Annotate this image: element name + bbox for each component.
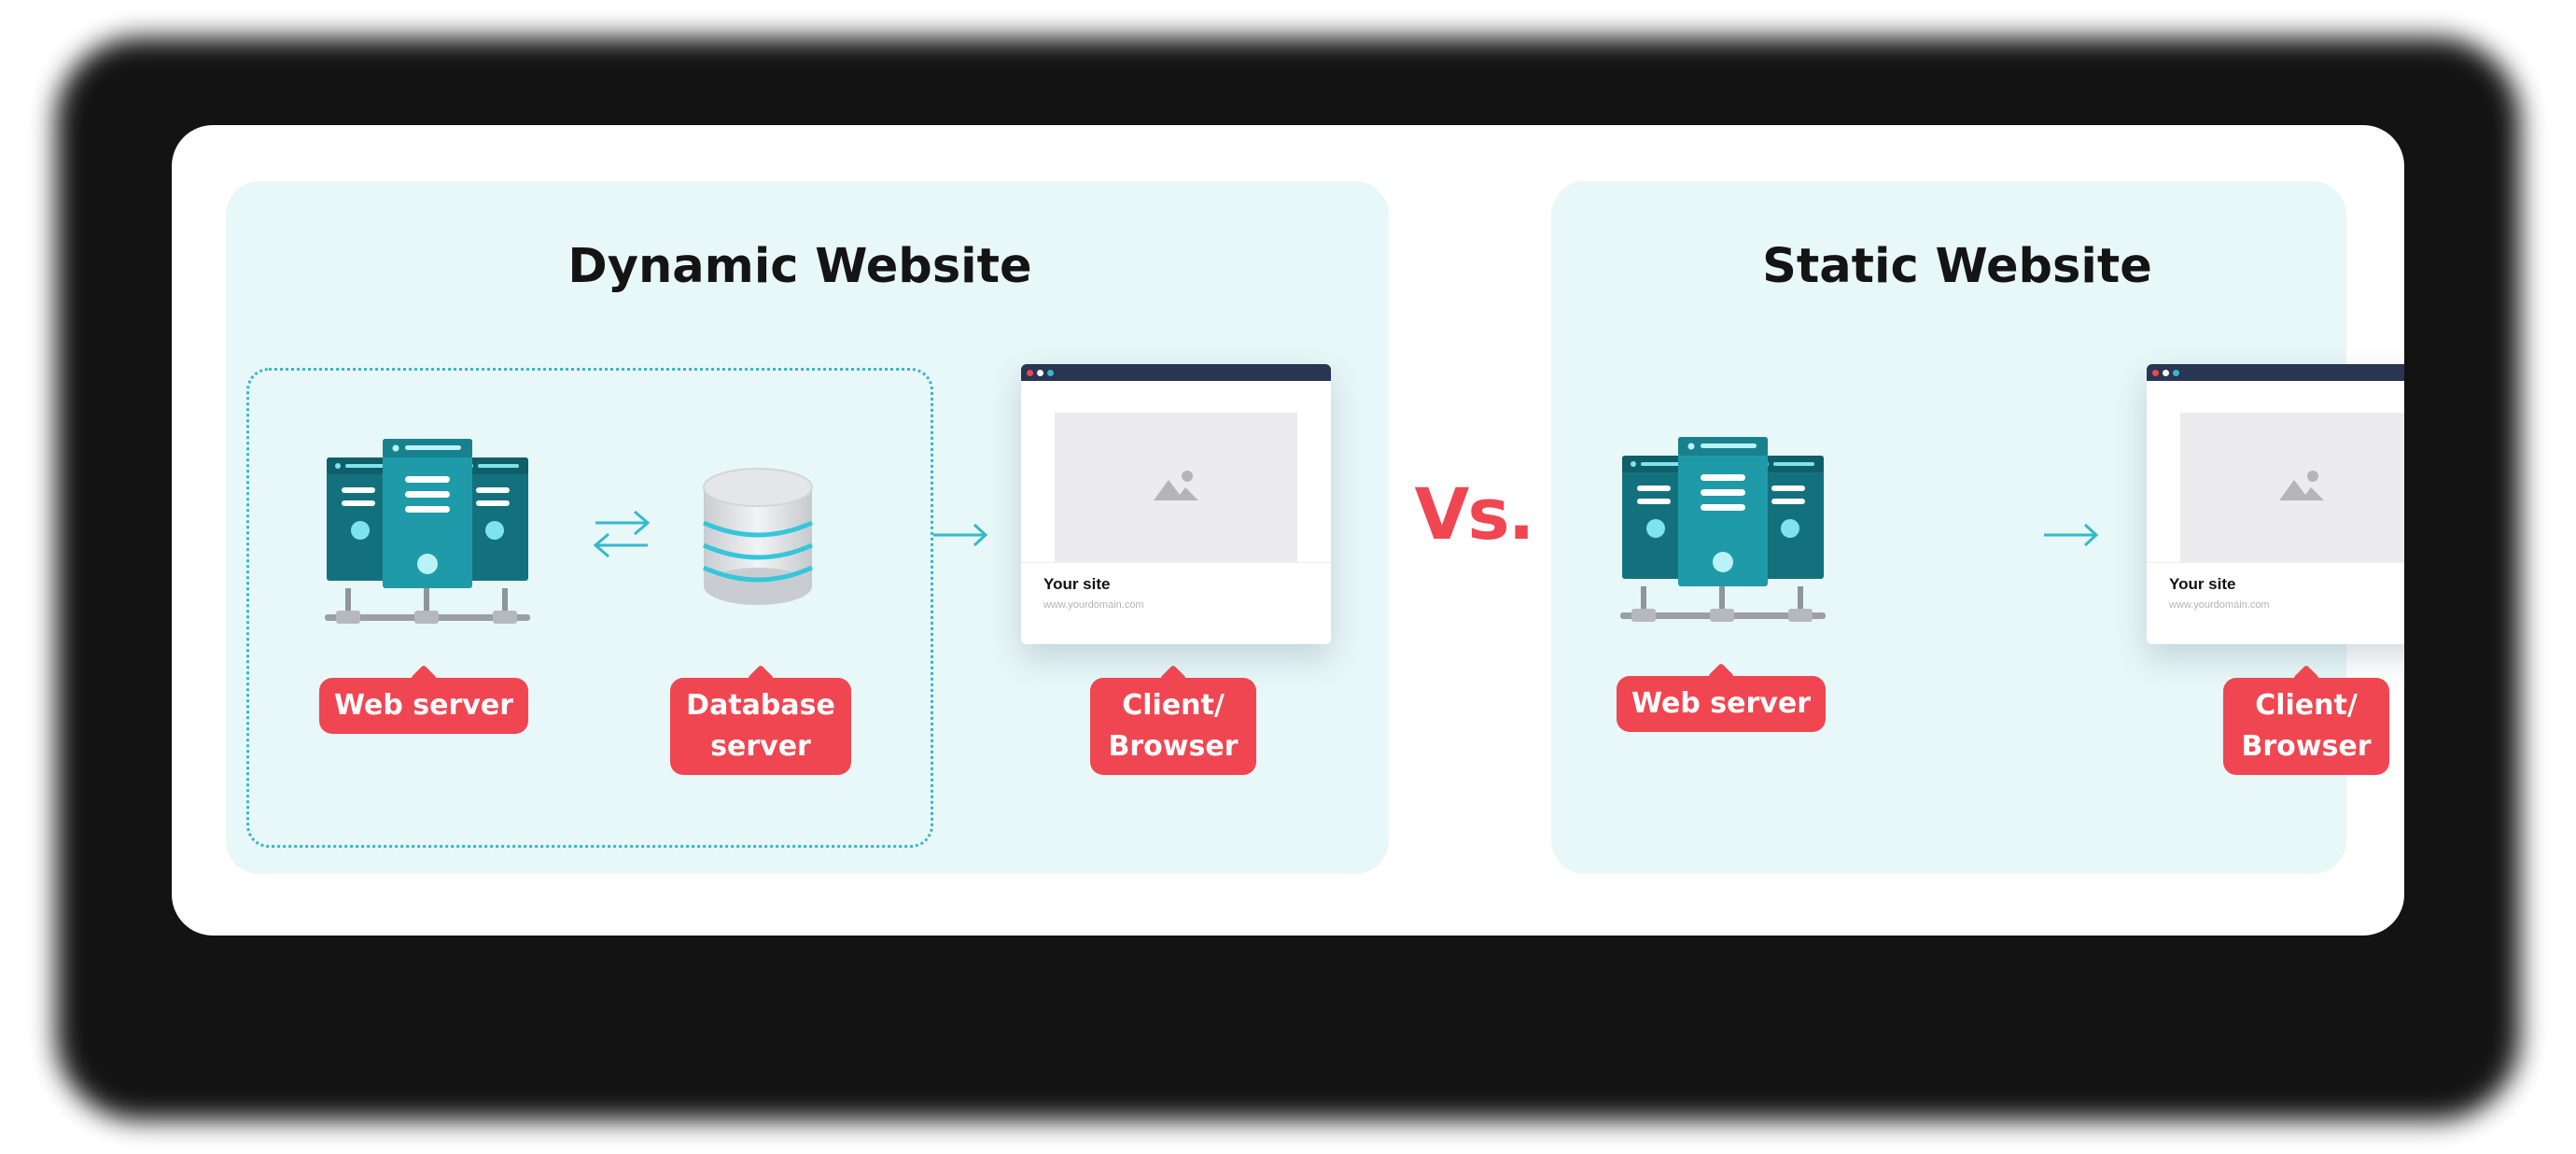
client-browser-label: Client/ Browser — [2223, 678, 2389, 775]
browser-site-domain: www.yourdomain.com — [2169, 599, 2270, 611]
browser-window: Your site www.yourdomain.com — [1021, 364, 1331, 644]
maximize-dot-icon — [2173, 370, 2179, 376]
browser-divider — [2147, 562, 2404, 563]
browser-title-bar — [2147, 364, 2404, 381]
static-website-title: Static Website — [1762, 239, 2152, 294]
database-label-line2: server — [710, 730, 811, 763]
bidirectional-arrow-icon — [593, 510, 651, 558]
server-rack-icon — [325, 439, 530, 624]
client-label-line2: Browser — [1108, 730, 1239, 763]
browser-window: Your site www.yourdomain.com — [2147, 364, 2404, 644]
web-server-label: Web server — [1617, 676, 1826, 732]
client-label-line1: Client/ — [1122, 689, 1225, 722]
static-website-panel: Static Website — [1551, 181, 2404, 874]
comparison-card: Dynamic Website — [172, 125, 2404, 936]
database-server-label: Database server — [670, 678, 851, 775]
web-server-label-text: Web server — [334, 689, 513, 722]
close-dot-icon — [2152, 370, 2159, 376]
browser-site-title: Your site — [2169, 575, 2236, 593]
web-server-label: Web server — [319, 678, 528, 734]
client-browser-label: Client/ Browser — [1090, 678, 1256, 775]
right-arrow-icon — [933, 523, 988, 547]
image-placeholder-icon — [2279, 471, 2324, 500]
browser-title-bar — [1021, 364, 1331, 381]
versus-label: Vs. — [1414, 472, 1535, 556]
image-placeholder-icon — [1154, 471, 1198, 500]
minimize-dot-icon — [2163, 370, 2169, 376]
server-side-boundary — [246, 368, 933, 848]
browser-divider — [1021, 562, 1331, 563]
dynamic-website-panel: Dynamic Website — [226, 181, 1389, 874]
database-icon — [702, 468, 814, 605]
web-server-label-text: Web server — [1631, 687, 1811, 720]
client-label-line2: Browser — [2241, 730, 2372, 763]
client-label-line1: Client/ — [2255, 689, 2358, 722]
right-arrow-icon — [2044, 523, 2099, 547]
image-placeholder — [2180, 413, 2404, 562]
server-rack-icon — [1620, 437, 1826, 622]
image-placeholder — [1055, 413, 1297, 562]
browser-site-domain: www.yourdomain.com — [1043, 599, 1144, 611]
dynamic-website-title: Dynamic Website — [567, 239, 1032, 294]
maximize-dot-icon — [1047, 370, 1054, 376]
browser-site-title: Your site — [1043, 575, 1111, 593]
minimize-dot-icon — [1037, 370, 1043, 376]
database-label-line1: Database — [686, 689, 835, 722]
close-dot-icon — [1027, 370, 1033, 376]
